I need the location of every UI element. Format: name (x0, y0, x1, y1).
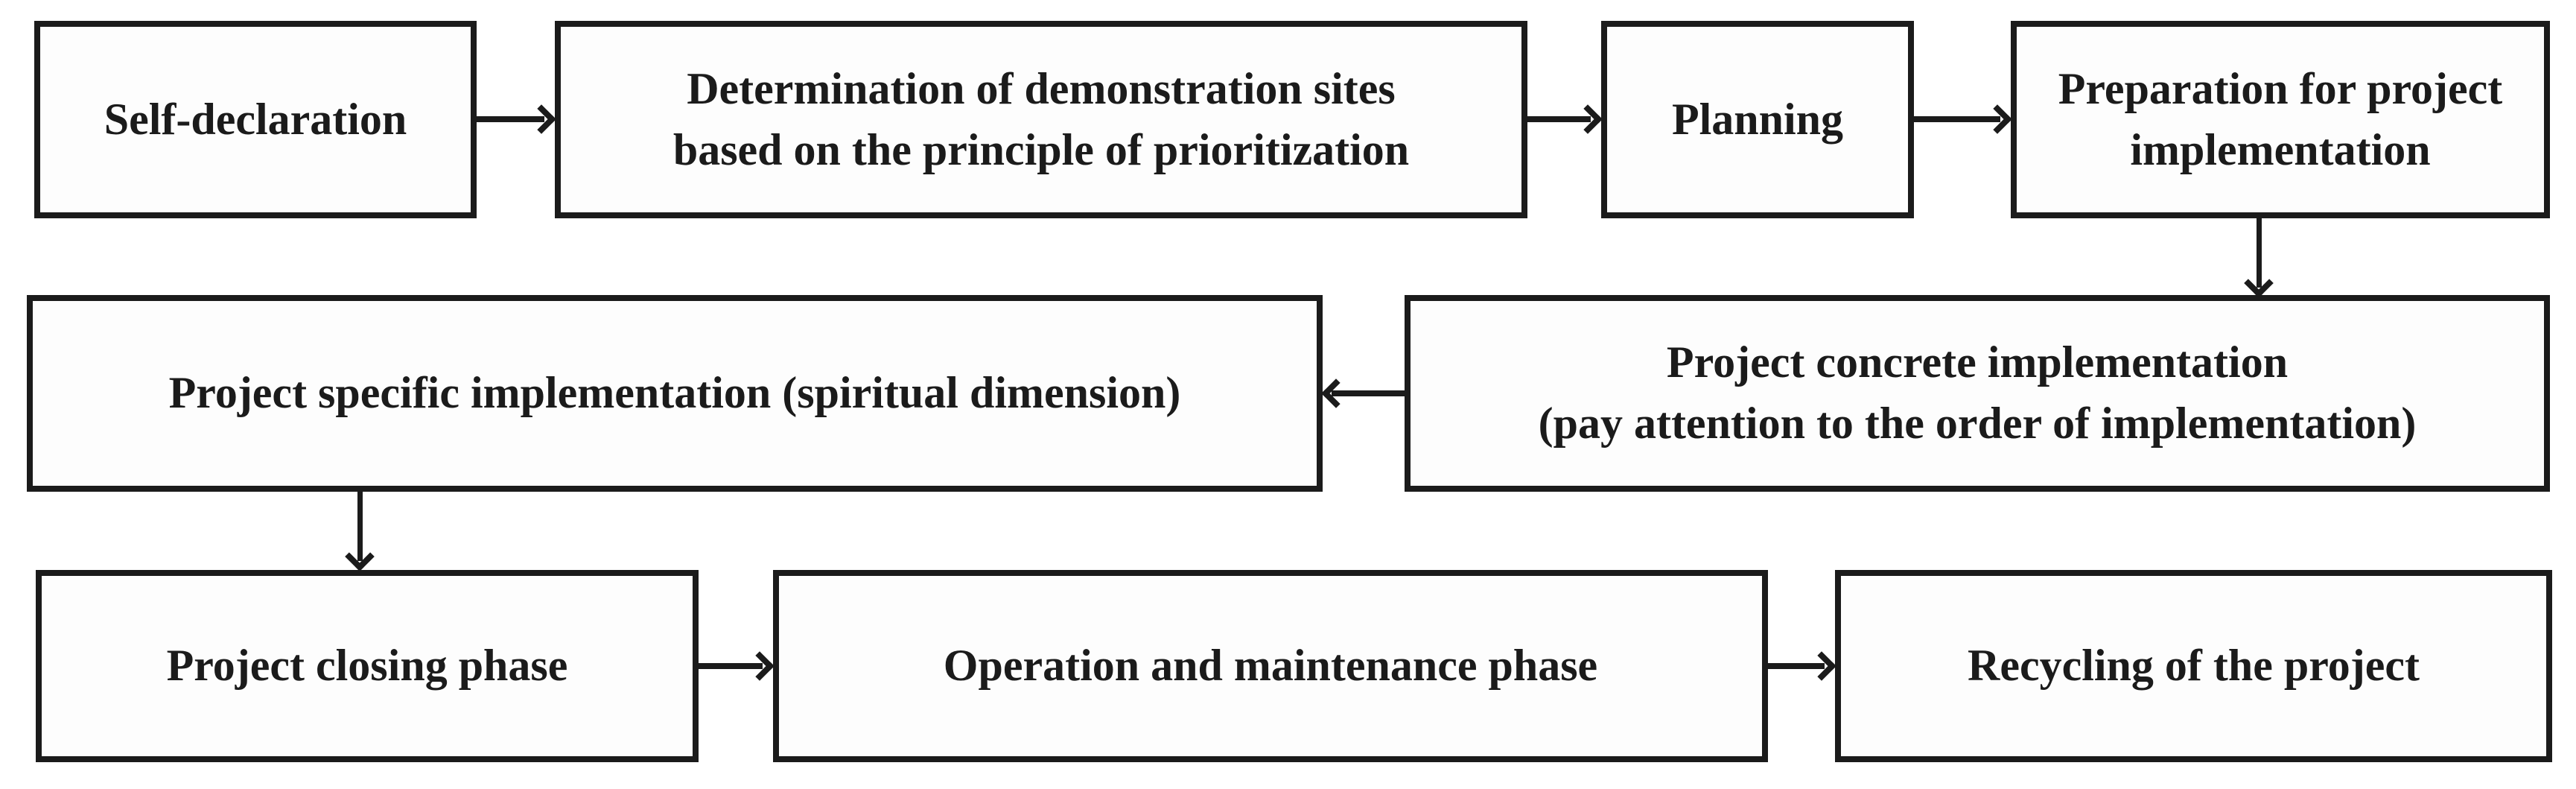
arrow-preparation-to-concrete (2240, 218, 2277, 298)
arrow-specific-to-closing (341, 492, 378, 571)
node-planning: Planning (1601, 21, 1914, 218)
node-self-declaration: Self-declaration (34, 21, 477, 218)
node-preparation-for-project-implementation: Preparation for project implementation (2011, 21, 2550, 218)
node-project-concrete-implementation: Project concrete implementation (pay att… (1405, 295, 2550, 492)
arrow-shaft (1527, 116, 1591, 122)
arrow-determination-to-planning (1527, 101, 1603, 138)
arrowhead-right-icon (745, 651, 775, 681)
arrowhead-right-icon (1982, 104, 2012, 134)
arrow-shaft (1914, 116, 2000, 122)
node-project-specific-implementation: Project specific implementation (spiritu… (27, 295, 1323, 492)
node-label: Recycling of the project (1967, 641, 2420, 691)
node-operation-and-maintenance-phase: Operation and maintenance phase (773, 570, 1768, 762)
arrow-shaft (477, 116, 544, 122)
arrow-planning-to-preparation (1914, 101, 2012, 138)
arrow-self-declaration-to-determination (477, 101, 556, 138)
node-label: Planning (1671, 94, 1844, 144)
arrow-shaft (699, 663, 763, 669)
node-label: Project concrete implementation (pay att… (1538, 338, 2417, 448)
arrow-shaft (1768, 663, 1825, 669)
arrow-shaft (357, 492, 363, 561)
node-label: Project specific implementation (spiritu… (168, 368, 1181, 418)
arrowhead-down-icon (345, 542, 375, 571)
node-determination-of-demonstration-sites: Determination of demonstration sites bas… (555, 21, 1527, 218)
node-label: Preparation for project implementation (2058, 63, 2503, 174)
arrowhead-right-icon (527, 104, 556, 134)
arrowhead-left-icon (1321, 378, 1351, 408)
arrowhead-down-icon (2244, 268, 2274, 298)
arrowhead-right-icon (1807, 651, 1836, 681)
node-label: Determination of demonstration sites bas… (672, 63, 1410, 174)
arrow-closing-to-operation (699, 647, 775, 685)
node-label: Operation and maintenance phase (943, 641, 1598, 691)
arrow-shaft (2257, 218, 2262, 288)
arrowhead-right-icon (1573, 104, 1603, 134)
arrow-operation-to-recycling (1768, 647, 1836, 685)
node-label: Project closing phase (166, 641, 568, 691)
node-recycling-of-the-project: Recycling of the project (1835, 570, 2552, 762)
node-label: Self-declaration (104, 94, 407, 144)
arrow-shaft (1332, 390, 1405, 396)
node-project-closing-phase: Project closing phase (36, 570, 699, 762)
arrow-concrete-to-specific (1321, 375, 1405, 412)
